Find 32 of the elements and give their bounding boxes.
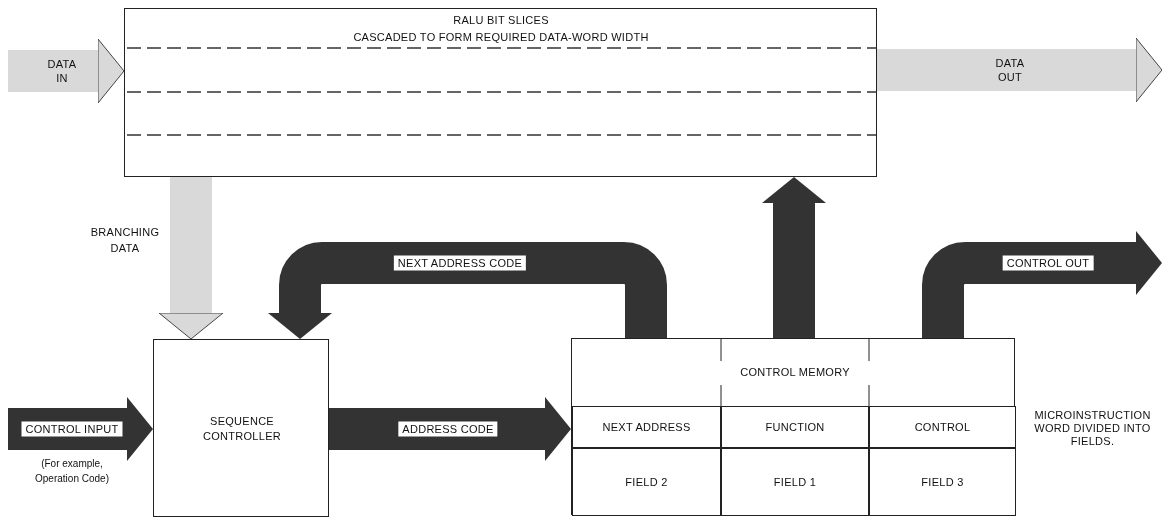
edge-label: CONTROL OUT — [1002, 255, 1094, 271]
table-cell — [721, 448, 869, 516]
table-cell — [869, 406, 1016, 448]
table-title: CONTROL MEMORY — [739, 365, 851, 380]
block-arrow — [8, 38, 125, 104]
block-arrow — [762, 177, 826, 338]
cell-text: FIELD 2 — [625, 474, 668, 490]
box-title: RALU BIT SLICES — [452, 13, 550, 28]
cell-text: FIELD 1 — [773, 474, 817, 490]
cell-text: FUNCTION — [765, 419, 825, 435]
table-cell — [572, 448, 721, 516]
block-arrow — [158, 177, 224, 340]
side-note: MICROINSTRUCTION WORD DIVIDED INTO FIELDS. — [1033, 409, 1152, 448]
block-arrow — [329, 397, 571, 461]
edge-label: NEXT ADDRESS CODE — [393, 255, 527, 271]
cell-text: CONTROL — [914, 419, 971, 435]
ralu-box — [124, 8, 877, 177]
box-subtitle: CASCADED TO FORM REQUIRED DATA-WORD WIDTH — [352, 30, 650, 45]
table-cell — [572, 406, 721, 448]
table-cell — [869, 448, 1016, 516]
cell-text: FIELD 3 — [921, 474, 964, 490]
process-box — [153, 339, 329, 517]
edge-label: BRANCHING DATA — [89, 225, 161, 256]
block-arrow — [8, 397, 153, 461]
note-text: (For example, Operation Code) — [34, 457, 110, 486]
edge-label: CONTROL INPUT — [21, 421, 123, 437]
box-label: SEQUENCE CONTROLLER — [202, 414, 282, 444]
block-arrow — [877, 37, 1163, 103]
edge-label: ADDRESS CODE — [398, 421, 498, 437]
table-cell — [721, 406, 869, 448]
block-arrow — [268, 242, 667, 339]
cell-text: NEXT ADDRESS — [602, 419, 691, 435]
